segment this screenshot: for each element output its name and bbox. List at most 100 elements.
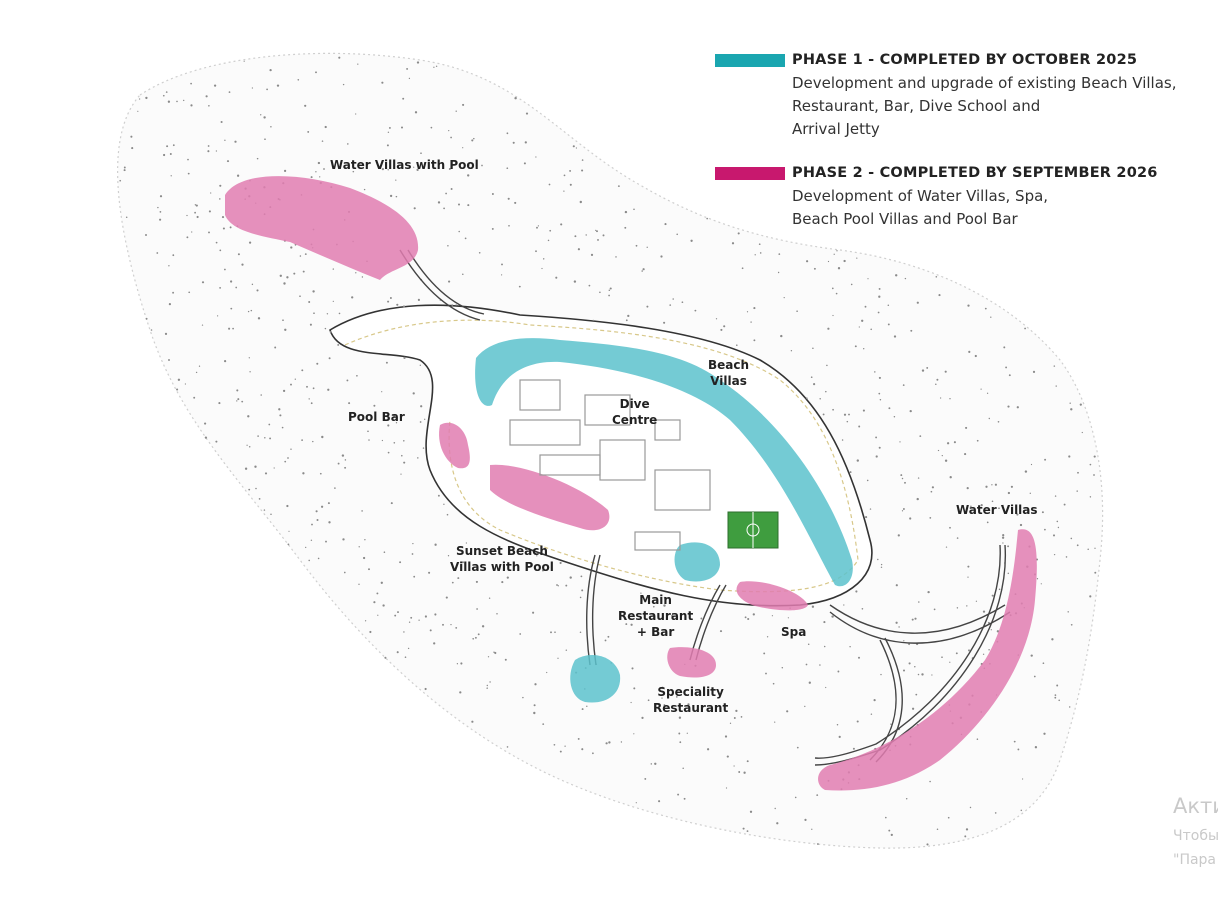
sand-dot — [911, 707, 915, 710]
sand-dot — [875, 455, 878, 458]
sand-dot — [157, 206, 159, 209]
sand-dot — [774, 807, 776, 810]
sand-dot — [387, 424, 390, 427]
sand-dot — [302, 270, 305, 273]
sand-dot — [991, 594, 994, 597]
sand-dot — [560, 223, 563, 226]
sand-dot — [574, 235, 577, 238]
sand-dot — [208, 104, 210, 107]
sand-dot — [581, 748, 584, 751]
sand-dot — [1010, 485, 1013, 488]
sand-dot — [903, 640, 905, 642]
sand-dot — [251, 87, 254, 89]
sand-dot — [819, 664, 821, 666]
sand-dot — [904, 277, 907, 280]
sand-dot — [758, 243, 761, 246]
sand-dot — [501, 263, 503, 266]
sand-dot — [1041, 511, 1044, 514]
sand-dot — [458, 203, 460, 206]
phase2-swatch — [715, 167, 785, 180]
sand-dot — [986, 392, 989, 394]
sand-dot — [486, 687, 488, 689]
sand-dot — [283, 282, 286, 285]
boardwalks — [399, 249, 1011, 766]
sand-dot — [282, 319, 284, 322]
sand-dot — [471, 720, 474, 723]
sand-dot — [236, 389, 239, 392]
sand-dot — [525, 548, 528, 550]
sand-dot — [982, 653, 985, 655]
sand-dot — [329, 331, 332, 333]
sand-dot — [869, 508, 872, 510]
sand-dot — [731, 242, 735, 245]
sand-dot — [258, 498, 261, 500]
sand-dot — [787, 617, 790, 619]
sand-dot — [796, 310, 798, 312]
sand-dot — [387, 169, 389, 171]
sand-dot — [254, 465, 257, 468]
sand-dot — [1024, 470, 1028, 473]
sand-dot — [380, 581, 383, 584]
sand-dot — [753, 307, 756, 310]
sand-dot — [895, 584, 898, 587]
phase1-desc-3: Arrival Jetty — [792, 120, 880, 138]
sand-dot — [935, 276, 938, 278]
sand-dot — [1093, 474, 1095, 476]
sand-dot — [1054, 495, 1057, 497]
sand-dot — [967, 576, 969, 578]
sand-dot — [504, 658, 507, 661]
sand-dot — [641, 716, 644, 720]
sand-dot — [827, 327, 830, 330]
sand-dot — [1033, 675, 1036, 678]
sand-dot — [424, 615, 427, 618]
sand-dot — [976, 439, 979, 442]
sand-dot — [887, 323, 890, 326]
sand-dot — [159, 218, 162, 221]
sand-dot — [156, 252, 159, 254]
sand-dot — [683, 797, 686, 800]
sand-dot — [1065, 556, 1068, 558]
sand-dot — [251, 283, 254, 286]
sand-dot — [874, 371, 876, 373]
sand-dot — [557, 585, 559, 587]
sand-dot — [563, 174, 566, 177]
sand-dot — [403, 631, 405, 633]
sand-dot — [507, 197, 510, 200]
sand-dot — [306, 385, 308, 388]
sand-dot — [944, 370, 947, 373]
sand-dot — [810, 376, 813, 379]
sand-dot — [720, 328, 723, 331]
phase1-desc-1: Development and upgrade of existing Beac… — [792, 74, 1177, 92]
sand-dot — [719, 630, 723, 633]
sand-dot — [488, 597, 491, 599]
sand-dot — [921, 369, 925, 372]
sand-dot — [633, 208, 635, 211]
sand-dot — [342, 538, 345, 541]
sand-dot — [403, 356, 406, 360]
zone-sunset-beach — [490, 464, 610, 531]
sand-dot — [553, 743, 556, 746]
sand-dot — [535, 156, 537, 158]
sand-dot — [1032, 370, 1036, 373]
sand-dot — [138, 98, 141, 100]
sand-dot — [383, 551, 386, 553]
sand-dot — [201, 281, 205, 284]
sand-dot — [592, 319, 594, 322]
sand-dot — [724, 735, 728, 738]
sand-dot — [266, 88, 268, 91]
sand-dot — [317, 161, 321, 165]
sand-dot — [967, 565, 970, 568]
sand-dot — [406, 67, 409, 70]
sand-dot — [880, 673, 882, 676]
sand-dot — [228, 91, 231, 93]
sand-dot — [475, 580, 478, 583]
sand-dot — [548, 183, 551, 186]
sand-dot — [763, 652, 766, 655]
sand-dot — [1069, 402, 1071, 404]
sand-dot — [964, 453, 967, 456]
sand-dot — [514, 201, 517, 204]
sand-dot — [320, 505, 324, 508]
sand-dot — [159, 195, 163, 198]
sand-dot — [965, 426, 968, 429]
sand-dot — [395, 179, 397, 181]
